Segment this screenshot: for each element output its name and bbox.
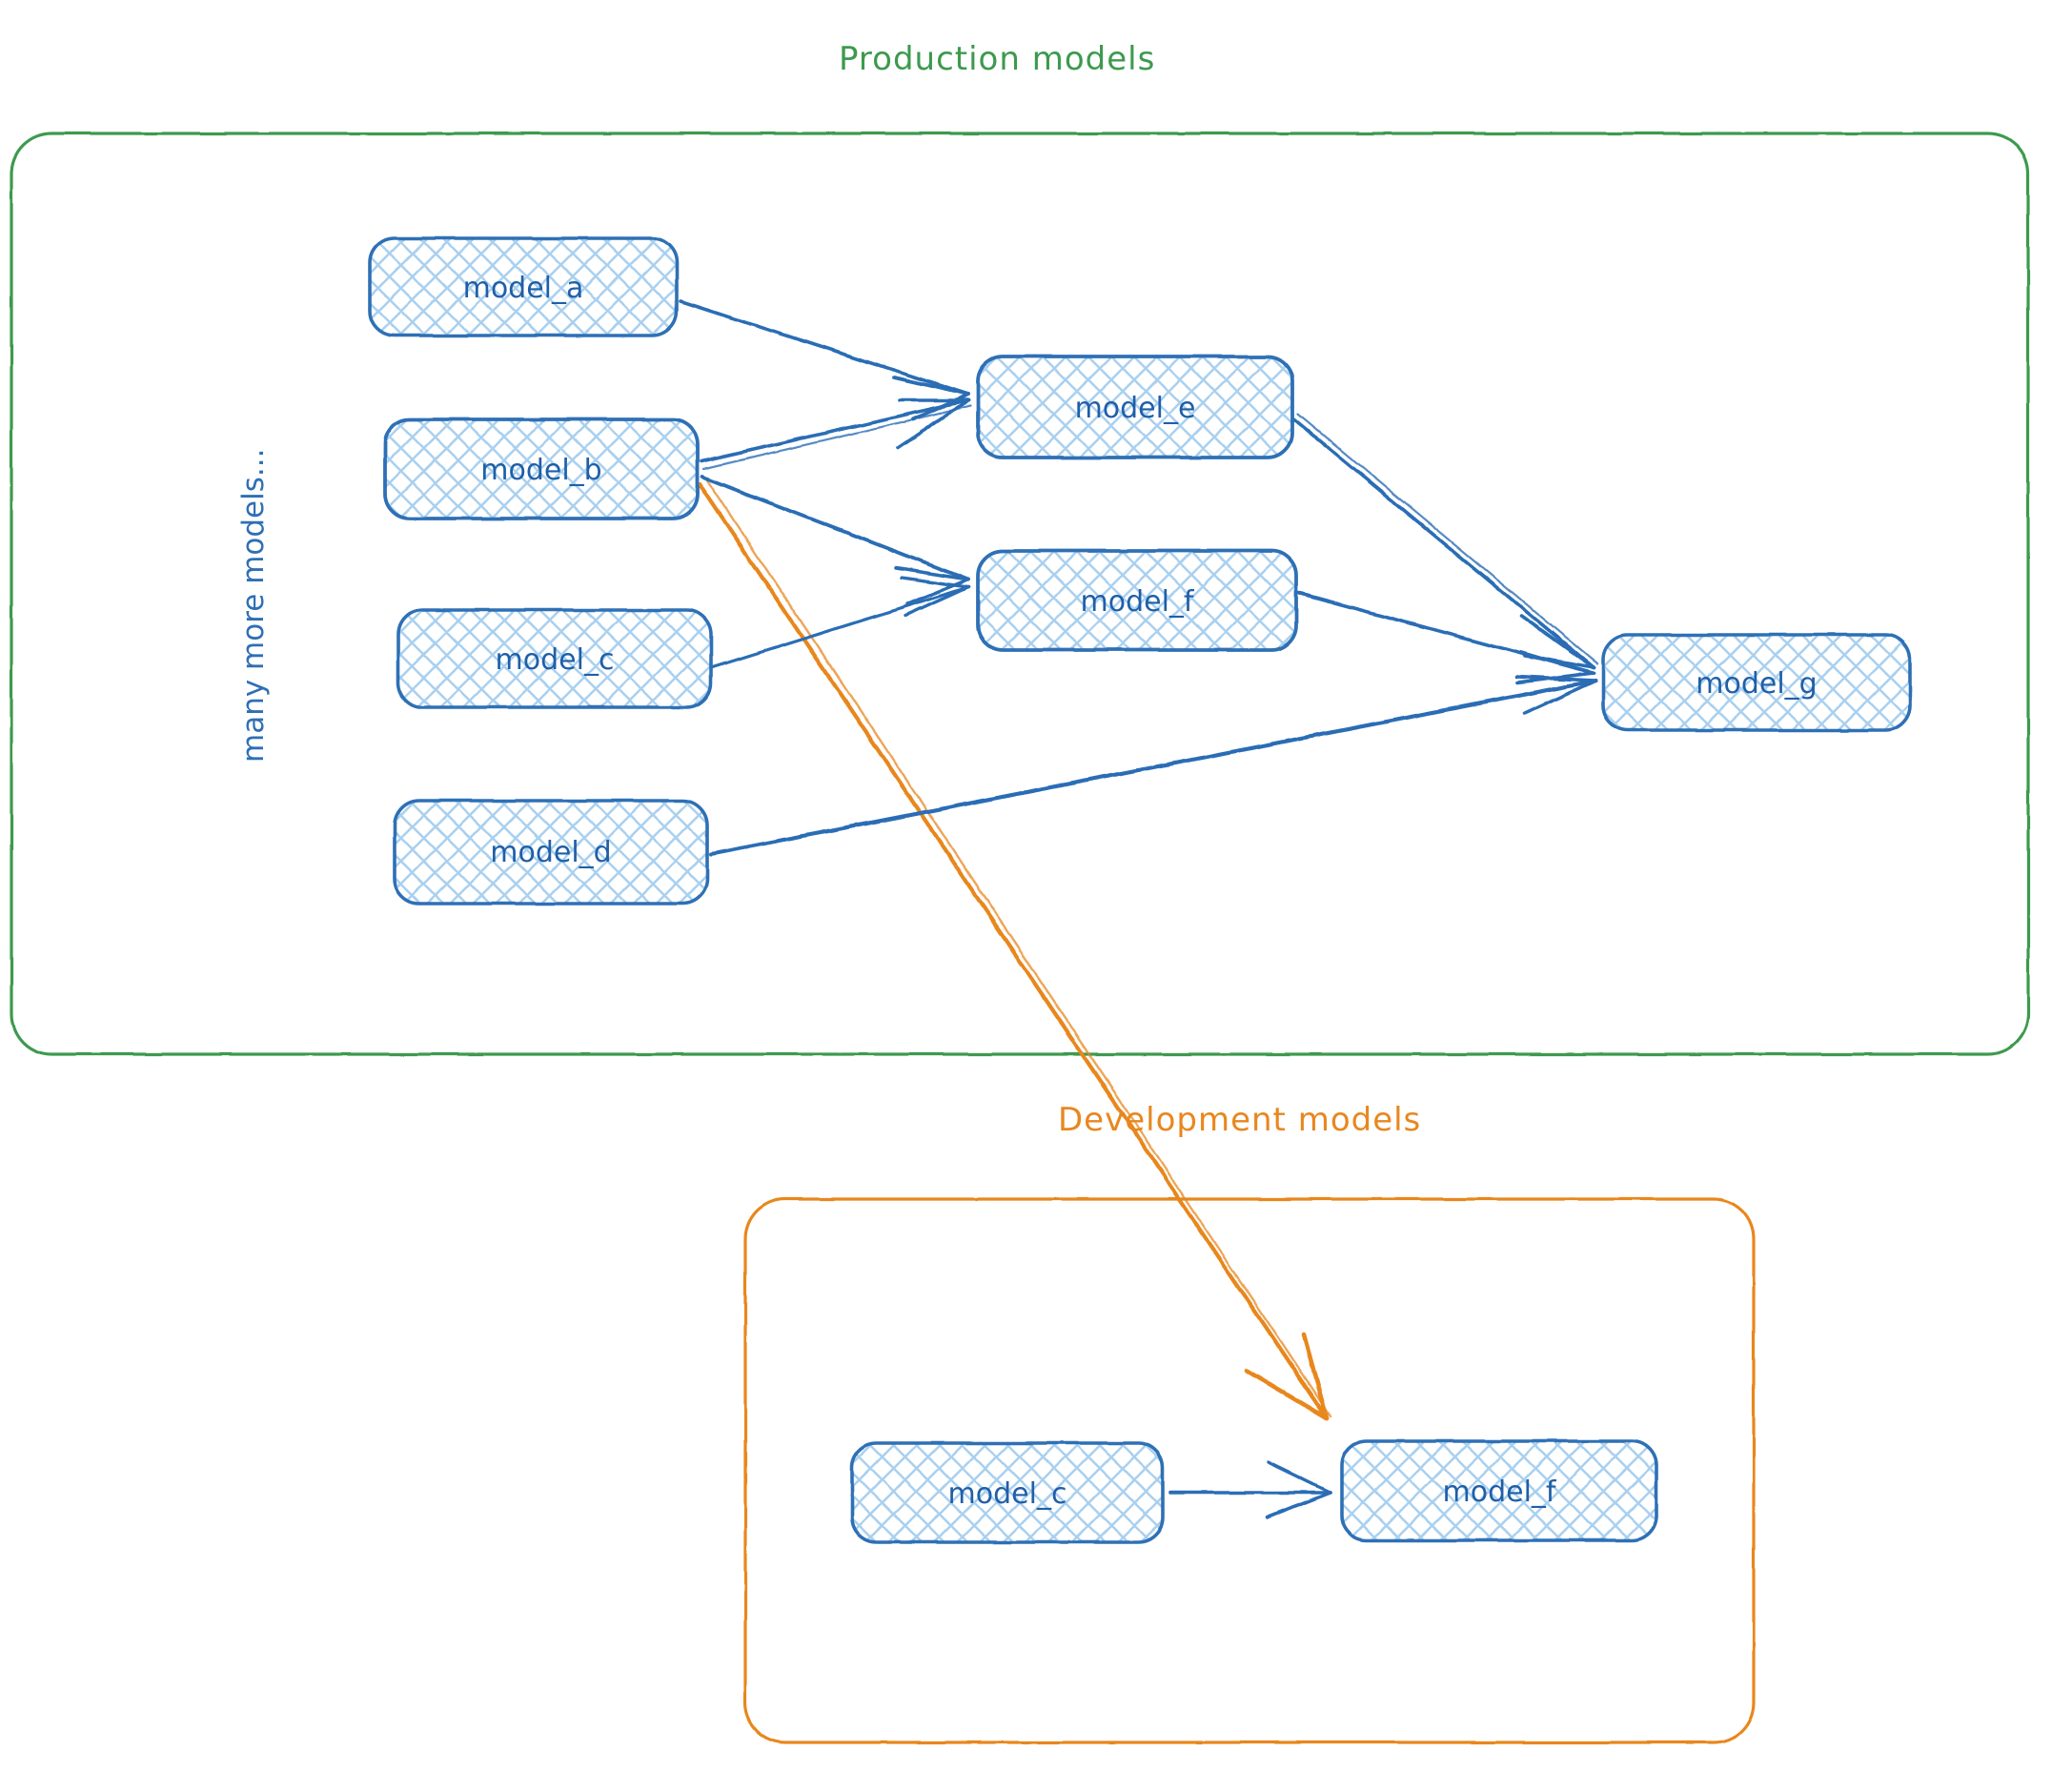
node-shape bbox=[1601, 633, 1912, 732]
node-label: model_g bbox=[1696, 667, 1817, 701]
node-label: model_f bbox=[1081, 585, 1195, 619]
node-label: model_b bbox=[480, 454, 601, 487]
node-label: model_a bbox=[463, 272, 584, 305]
node-prod-model-d[interactable]: model_d bbox=[393, 799, 709, 906]
node-prod-model-a[interactable]: model_a bbox=[368, 236, 679, 337]
node-label: model_d bbox=[490, 836, 611, 869]
production-group-title: Production models bbox=[839, 40, 1156, 78]
node-shape bbox=[393, 799, 709, 906]
node-label: model_c bbox=[948, 1477, 1067, 1511]
edge-b-to-e bbox=[700, 398, 972, 471]
node-shape bbox=[976, 355, 1294, 459]
node-shape bbox=[976, 549, 1298, 652]
node-shape bbox=[1340, 1439, 1658, 1542]
node-prod-model-g[interactable]: model_g bbox=[1601, 633, 1912, 732]
node-shape bbox=[368, 236, 679, 337]
edge-e-to-g bbox=[1292, 412, 1599, 669]
node-prod-model-f[interactable]: model_f bbox=[976, 549, 1298, 652]
production-group-box bbox=[10, 132, 2030, 1056]
node-dev-model-f[interactable]: model_f bbox=[1340, 1439, 1658, 1542]
node-prod-model-b[interactable]: model_b bbox=[383, 417, 700, 520]
node-prod-model-c[interactable]: model_c bbox=[396, 608, 713, 709]
node-shape bbox=[383, 417, 700, 520]
development-group-box bbox=[743, 1197, 1756, 1744]
edge-c-to-f bbox=[711, 576, 970, 669]
node-label: model_f bbox=[1443, 1476, 1557, 1509]
edge-d-to-g bbox=[708, 675, 1598, 857]
node-label: model_c bbox=[496, 643, 615, 677]
node-dev-model-c[interactable]: model_c bbox=[850, 1441, 1165, 1544]
node-prod-model-e[interactable]: model_e bbox=[976, 355, 1294, 459]
node-shape bbox=[850, 1441, 1165, 1544]
node-label: model_e bbox=[1075, 392, 1196, 425]
node-shape bbox=[396, 608, 713, 709]
edge-dev-c-to-dev-f bbox=[1168, 1460, 1332, 1519]
edge-b-to-f bbox=[700, 475, 970, 606]
